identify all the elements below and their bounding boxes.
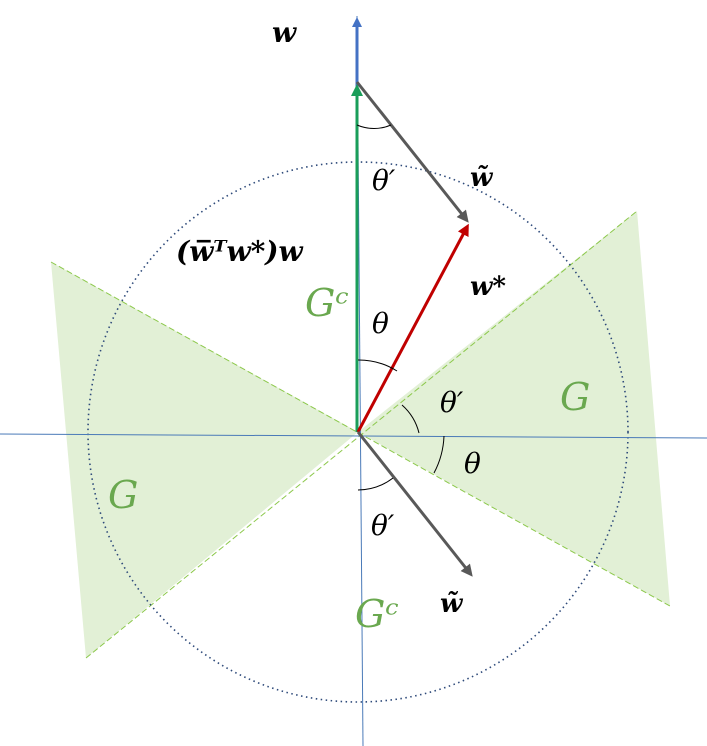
label-g-c-lower: Gᶜ bbox=[355, 592, 399, 636]
label-projection: (w̅ᵀw*)w bbox=[176, 235, 303, 268]
w-tilde-upper-arrow bbox=[355, 81, 469, 223]
label-theta-center: θ bbox=[372, 307, 389, 340]
label-theta-right: θ bbox=[464, 447, 481, 480]
label-w: w bbox=[272, 16, 297, 49]
horizontal-axis bbox=[0, 433, 707, 439]
arc-theta-prime-top bbox=[356, 124, 392, 129]
arc-theta-prime-bottom bbox=[357, 477, 394, 491]
arc-theta-center bbox=[357, 359, 398, 372]
arc-theta-right bbox=[433, 435, 445, 474]
arc-theta-prime-right bbox=[401, 404, 420, 434]
label-theta-prime-top: θ′ bbox=[372, 164, 396, 197]
unit-circle bbox=[87, 161, 629, 703]
region-g-right bbox=[358, 211, 670, 606]
w-tilde-lower-arrow bbox=[356, 431, 473, 577]
label-w-tilde-lower: w̃ bbox=[440, 589, 464, 619]
label-w-star: w* bbox=[470, 272, 506, 302]
angle-arcs bbox=[356, 124, 445, 491]
w-star-arrow bbox=[356, 223, 469, 433]
label-g-right: G bbox=[560, 375, 590, 419]
region-g-left bbox=[51, 262, 358, 658]
label-w-tilde-upper: w̃ bbox=[470, 163, 494, 193]
label-g-c-upper: Gᶜ bbox=[305, 281, 349, 325]
label-g-left: G bbox=[108, 473, 138, 517]
label-theta-prime-bottom: θ′ bbox=[371, 509, 395, 542]
label-theta-prime-right: θ′ bbox=[440, 386, 464, 419]
